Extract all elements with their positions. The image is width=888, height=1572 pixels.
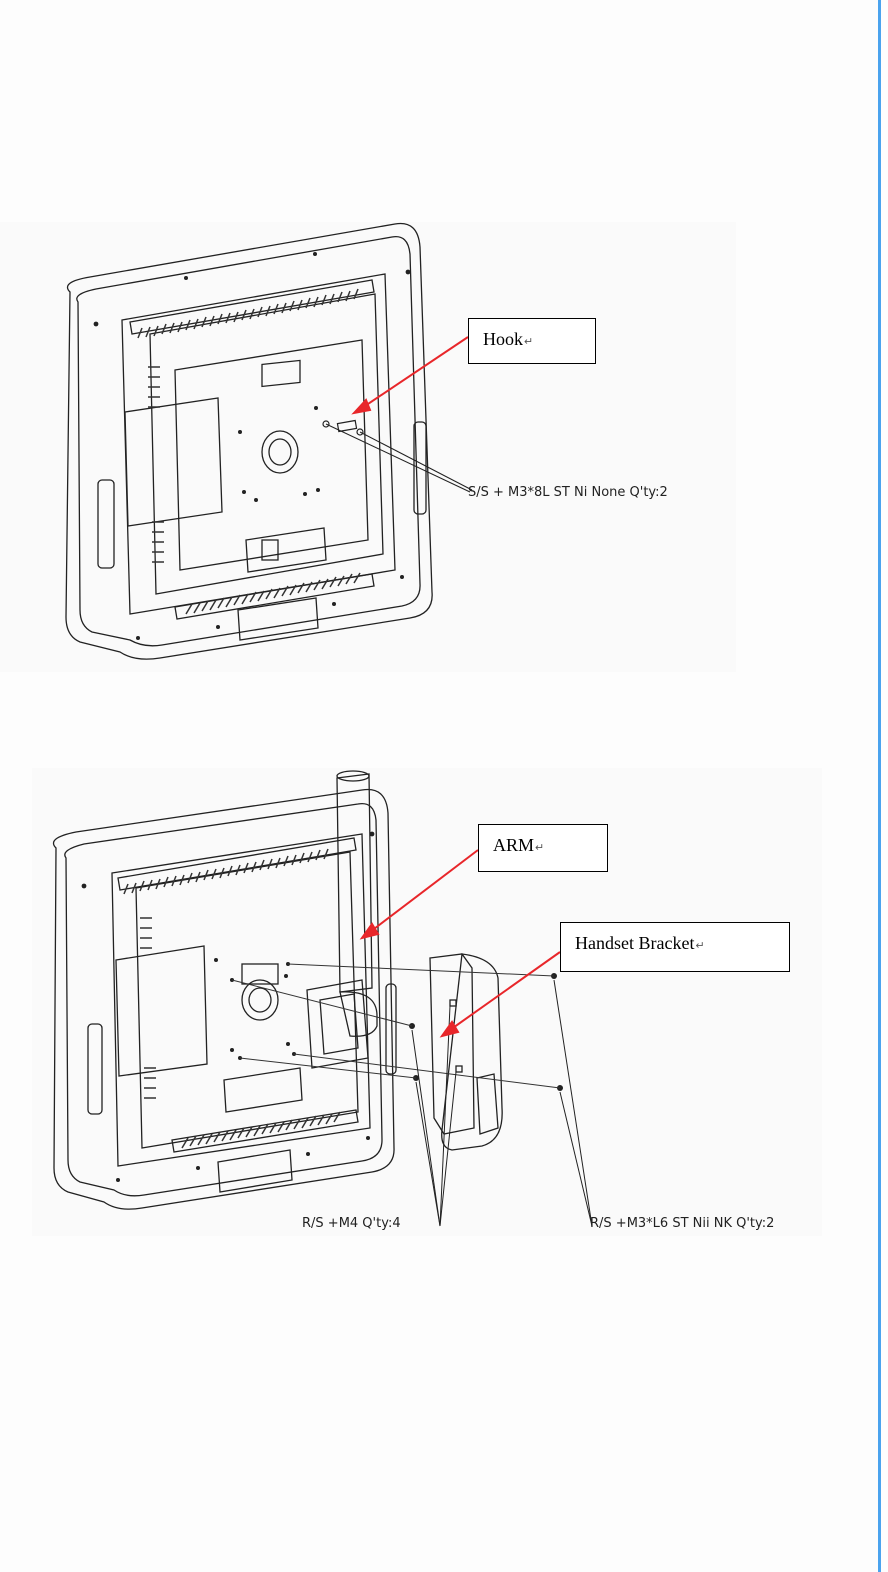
bracket-screw-spec: R/S +M3*L6 ST Nii NK Q'ty:2 xyxy=(590,1216,774,1231)
return-mark: ↵ xyxy=(695,940,704,952)
monitor-rear-drawing-bottom xyxy=(32,768,822,1236)
hook-screw-spec: S/S + M3*8L ST Ni None Q'ty:2 xyxy=(468,485,668,500)
page-edge-line xyxy=(878,0,881,1572)
return-mark: ↵ xyxy=(535,842,544,854)
handset-bracket-label: Handset Bracket xyxy=(575,933,694,953)
return-mark: ↵ xyxy=(524,336,533,348)
bottom-assembly-figure: ARM↵ Handset Bracket↵ R/S +M4 Q'ty:4 R/S… xyxy=(32,768,822,1236)
handset-bracket-callout: Handset Bracket↵ xyxy=(560,922,790,972)
arm-screw-spec: R/S +M4 Q'ty:4 xyxy=(302,1216,401,1231)
arm-callout: ARM↵ xyxy=(478,824,608,872)
top-assembly-figure: Hook↵ S/S + M3*8L ST Ni None Q'ty:2 xyxy=(0,222,736,672)
hook-callout: Hook↵ xyxy=(468,318,596,364)
monitor-rear-drawing-top xyxy=(0,222,736,672)
hook-label: Hook xyxy=(483,329,523,349)
arm-label: ARM xyxy=(493,835,534,855)
